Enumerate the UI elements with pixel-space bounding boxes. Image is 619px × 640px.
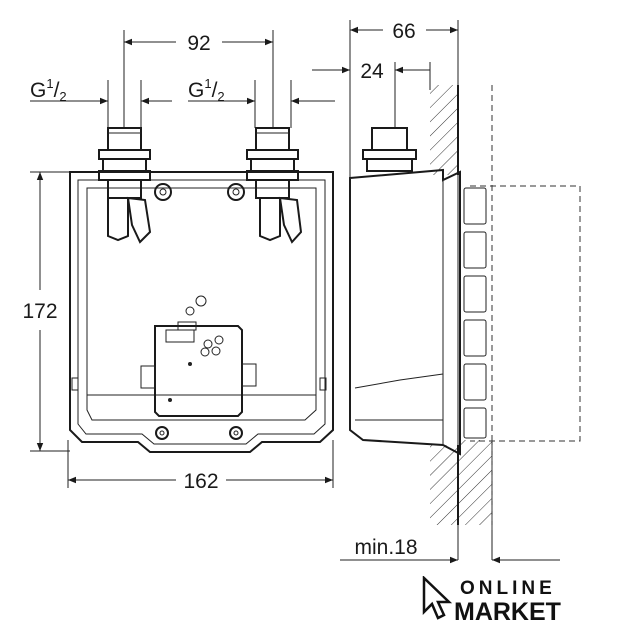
module-housing [154,325,243,417]
nut [246,149,299,160]
mounting-hole [232,188,240,196]
mounting-hole [159,188,167,196]
side-view: 66 24 [312,20,581,564]
module-screw [203,339,213,349]
module-label [165,329,195,343]
logo-line-1: ONLINE [460,578,556,599]
valve-stem [259,198,281,242]
module-dot [188,362,192,366]
module-screw [211,346,221,356]
dimension-width: 162 [183,470,218,493]
valve-body [255,179,290,199]
wall-hatch [430,85,458,175]
box-outline [69,171,334,453]
front-view: 92 G1/2 G1/2 172 162 [22,30,335,493]
control-module [140,321,257,417]
mounting-hole [159,430,165,436]
module-dot [168,398,172,402]
module-bracket [140,365,156,389]
valve-body [107,179,142,199]
box-side-outline [349,168,461,456]
valve-handle [126,196,152,244]
nut [250,158,295,172]
mounting-hole [233,430,239,436]
nut [98,149,151,160]
mounting-hole [155,426,169,440]
dimension-height: 172 [22,300,57,323]
right-valve [246,127,303,244]
indicator-circle [195,295,207,307]
module-screw [200,347,210,357]
nut [102,158,147,172]
frame-slats [463,187,487,439]
box-side-ledge [354,373,444,389]
dimension-offset: 24 [360,60,384,83]
dimension-spacing: 92 [187,32,210,55]
nut [362,149,417,160]
pipe-thread [371,127,408,151]
dimension-depth: 66 [392,20,415,43]
pipe-thread [107,127,142,151]
module-screw [214,335,224,345]
nut [366,158,413,172]
logo-line-2: MARKET [454,598,561,626]
indicator-circle [185,306,195,316]
side-clip [319,377,327,391]
cursor-arrow-icon [422,576,453,620]
pipe-thread [255,127,290,151]
thread-label-left: G1/2 [30,76,67,104]
mounting-hole [229,426,243,440]
box-inner-wall [86,187,317,421]
wall-hatch [430,445,458,525]
mounting-hole [227,183,245,201]
dimension-min-wall: min.18 [354,536,417,559]
online-market-logo: ONLINE MARKET [422,576,561,626]
mounting-hole [154,183,172,201]
valve-stem [107,198,129,242]
module-bracket [241,363,257,387]
wall-hatch [458,440,492,525]
valve-handle [278,196,303,244]
thread-label-right: G1/2 [188,76,225,104]
box-inner-rim [77,179,326,445]
side-clip [71,377,79,391]
finished-wall-outline [470,185,581,442]
left-valve [98,127,152,244]
